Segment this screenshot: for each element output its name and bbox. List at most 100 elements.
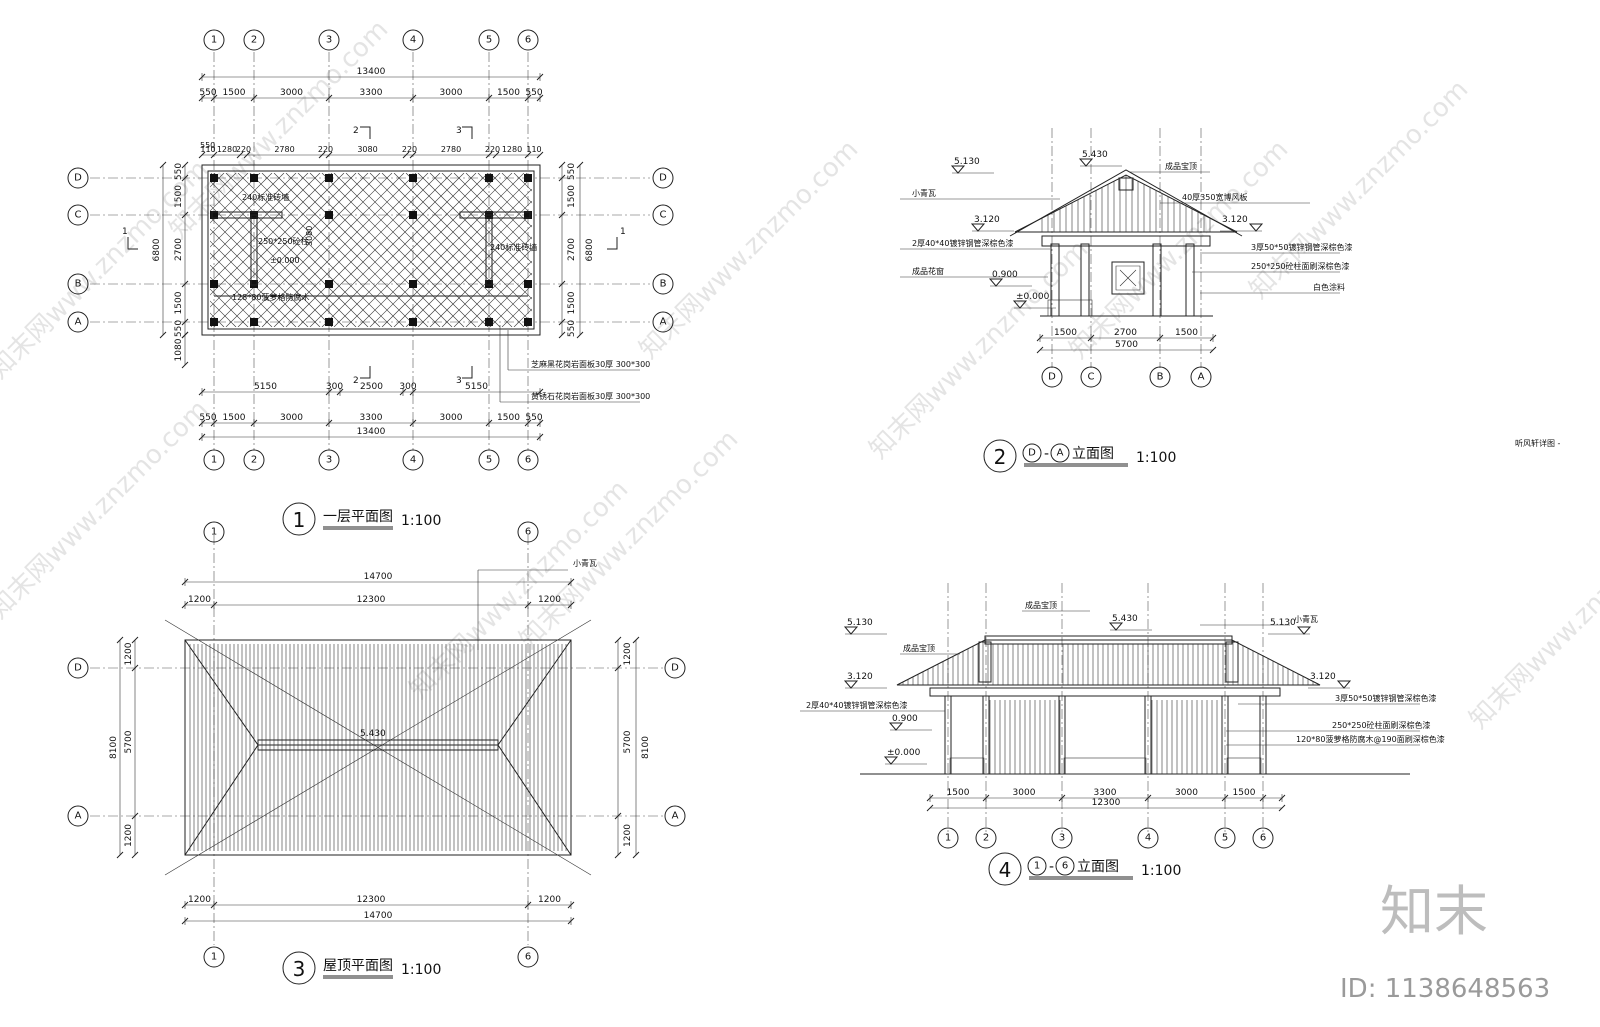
column (210, 318, 218, 326)
material-note: 成品宝顶 (1165, 161, 1197, 171)
axis-bubble (243, 29, 265, 51)
bench-note: 128*80菠萝格防腐木 (232, 292, 309, 302)
dimension-text: 1200 (124, 642, 134, 665)
axis-bubble (1190, 366, 1212, 388)
axis-bubble-label: 1 (945, 833, 951, 844)
dimension-text: 3080 (357, 145, 377, 154)
dimension-text: 2780 (274, 145, 294, 154)
material-note: 白色涂料 (1313, 282, 1345, 292)
dimension-text: 1200 (623, 824, 633, 847)
dimension-text: 1500 (1233, 788, 1256, 798)
column-note: 250*250砼柱 (258, 236, 309, 246)
dimension-tick (181, 174, 189, 182)
axis-bubble (517, 946, 539, 968)
axis-bubble-label: 3 (326, 455, 332, 466)
material-note: 小青瓦 (573, 558, 597, 568)
dimension-text: 5700 (623, 730, 633, 753)
dimension-tick (116, 636, 124, 644)
section-arrow (462, 126, 473, 139)
axis-bubble-label: D (671, 663, 679, 674)
dimension-tick (402, 151, 410, 159)
dimension-text: 3000 (440, 413, 463, 423)
dimension-text: 1500 (223, 88, 246, 98)
column (250, 174, 258, 182)
ridge-cap (257, 739, 499, 751)
dimension-tick (485, 151, 493, 159)
level-marker (1336, 680, 1352, 689)
axis-bubble-label: 4 (1145, 833, 1151, 844)
dimension-tick (558, 280, 566, 288)
dimension-text: 550 (174, 163, 184, 180)
dimension-text: 3300 (360, 413, 383, 423)
dimension-text: 8100 (109, 736, 119, 759)
axis-bubble (1080, 366, 1102, 388)
hatch-line (646, 173, 800, 327)
dimension-text: 13400 (357, 67, 386, 77)
section-arrow (462, 366, 473, 379)
axis-bubble (652, 204, 674, 226)
level-marker (988, 278, 1004, 287)
level-text: 3.120 (847, 672, 873, 682)
dimension-tick (198, 151, 206, 159)
material-note: 2厚40*40镀锌钢管深棕色漆 (912, 238, 1013, 248)
dimension-tick (318, 151, 326, 159)
dimension-text: 8100 (641, 736, 651, 759)
dimension-tick (536, 151, 544, 159)
section-arrow (360, 366, 371, 379)
axis-bubble-label: A (75, 317, 82, 328)
dimension-text: 3000 (280, 88, 303, 98)
level-text: 0.900 (992, 270, 1018, 280)
gable-end (1225, 641, 1239, 683)
hatch-line (210, 173, 297, 260)
axis-bubble-label: B (75, 279, 82, 290)
axis-bubble (402, 449, 424, 471)
axis-bubble (67, 805, 89, 827)
level-marker (970, 223, 986, 232)
section-mark: 3 (456, 126, 462, 136)
dimension-text: 1500 (497, 88, 520, 98)
level-marker (1012, 300, 1028, 309)
dimension-tick (181, 211, 189, 219)
hatch-line (405, 200, 532, 327)
column (1152, 243, 1162, 317)
dimension-text: 1500 (174, 185, 184, 208)
axis-bubble (402, 29, 424, 51)
axis-bubble-label: A (75, 811, 82, 822)
dimension-text: 1500 (497, 413, 520, 423)
title-scale: 1:100 (1136, 450, 1176, 466)
hatch-line (417, 212, 532, 327)
hatch-line (213, 173, 369, 327)
title-text: - (1049, 859, 1054, 875)
dimension-tick (181, 318, 189, 326)
axis-bubble-label: 6 (525, 35, 531, 46)
dimension-tick (576, 161, 584, 169)
level-marker (950, 165, 966, 174)
axis-bubble-label: D (74, 663, 82, 674)
level-text: 3.120 (1222, 215, 1248, 225)
dimension-tick (524, 151, 532, 159)
level-text: 5.130 (847, 618, 873, 628)
title-text: - (1044, 446, 1049, 462)
axis-bubble (203, 449, 225, 471)
dimension-text: 1200 (124, 824, 134, 847)
sheet-label: 听风轩详图 - (1515, 438, 1561, 448)
axis-bubble (1149, 366, 1171, 388)
column (524, 280, 532, 288)
watermark-id: ID: 1138648563 (1340, 974, 1550, 1004)
level-marker (883, 756, 899, 765)
hatch-line (694, 173, 848, 327)
title-axis-bubble (1027, 856, 1047, 876)
axis-bubble (652, 273, 674, 295)
brick-wall (250, 214, 258, 286)
dimension-text: 1280 (217, 145, 237, 154)
dimension-text: 2500 (360, 382, 383, 392)
roof-edge (1009, 169, 1243, 237)
hatch-line (210, 173, 345, 308)
axis-bubble (517, 449, 539, 471)
axis-bubble (1041, 366, 1063, 388)
dimension-text: 550 (200, 141, 215, 150)
hatch-line (210, 276, 261, 327)
